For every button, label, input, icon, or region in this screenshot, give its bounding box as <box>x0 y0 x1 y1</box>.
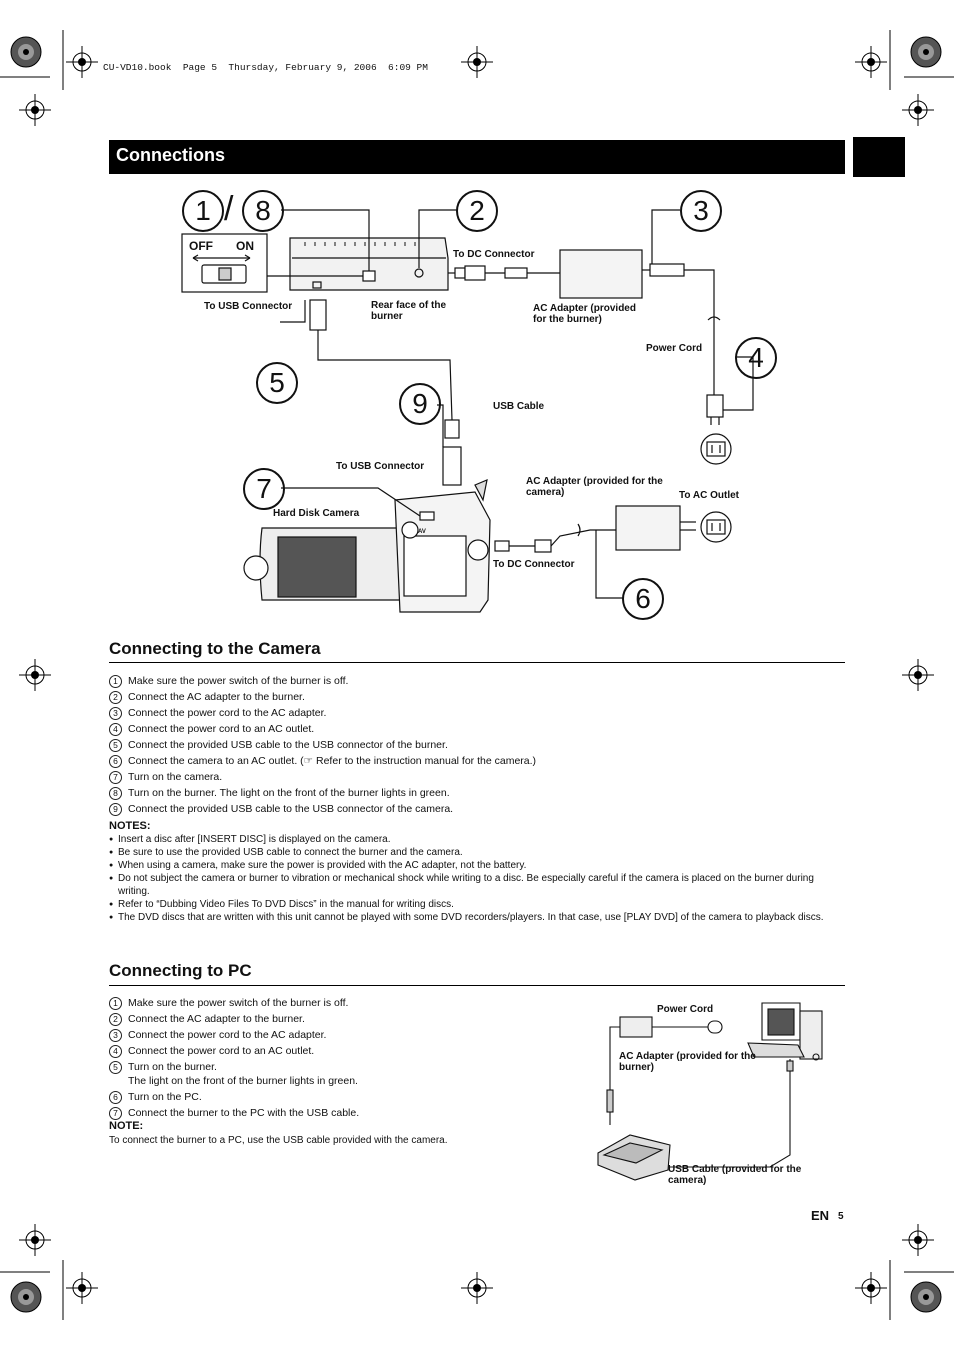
callout-3: 3 <box>680 190 722 232</box>
callout-7: 7 <box>243 468 285 510</box>
section-title: Connections <box>116 145 226 165</box>
callout-6: 6 <box>622 578 664 620</box>
callout-4: 4 <box>735 337 777 379</box>
connection-diagram-pc: Power Cord AC Adapter (provided for the … <box>590 995 840 1190</box>
callout-9: 9 <box>399 383 441 425</box>
label-to-dc-connector-bottom: To DC Connector <box>493 559 575 570</box>
label-ac-adapter-burner: AC Adapter (provided for the burner) <box>533 303 636 325</box>
switch-on-label: ON <box>236 239 254 253</box>
camera-section-title: Connecting to the Camera <box>109 639 321 658</box>
pc-label-power-cord: Power Cord <box>657 1004 714 1015</box>
pc-diagram-drawing <box>597 1002 823 1181</box>
list-item: Do not subject the camera or burner to v… <box>109 872 834 898</box>
callout-1: 1 <box>182 190 224 232</box>
pc-label-ac-adapter: AC Adapter (provided for the burner) <box>619 1051 756 1073</box>
callout-slash: / <box>224 190 234 228</box>
switch-off-label: OFF <box>189 239 213 253</box>
label-to-dc-connector-top: To DC Connector <box>453 249 535 260</box>
label-usb-cable: USB Cable <box>493 401 545 412</box>
print-header: CU-VD10.book Page 5 Thursday, February 9… <box>103 62 428 73</box>
callout-5: 5 <box>256 362 298 404</box>
callout-2: 2 <box>456 190 498 232</box>
label-ac-adapter-camera: AC Adapter (provided for the camera) <box>526 476 663 498</box>
label-rear-face: Rear face of the burner <box>371 300 447 322</box>
label-power-cord: Power Cord <box>646 343 703 354</box>
side-tab <box>853 137 905 177</box>
label-to-usb-connector-camera: To USB Connector <box>336 461 425 472</box>
label-to-usb-connector-burner: To USB Connector <box>204 301 293 312</box>
diagram-drawing <box>181 209 754 613</box>
list-item: Refer to “Dubbing Video Files To DVD Dis… <box>109 898 834 911</box>
section-title-bar: Connections <box>109 140 845 174</box>
pc-section-rule <box>109 985 845 986</box>
pc-note-title: NOTE: <box>109 1120 144 1132</box>
camera-section-rule <box>109 662 845 663</box>
list-item: When using a camera, make sure the power… <box>109 859 834 872</box>
list-item: The DVD discs that are written with this… <box>109 911 834 924</box>
pc-note-text: To connect the burner to a PC, use the U… <box>109 1135 448 1146</box>
camera-notes: Insert a disc after [INSERT DISC] is dis… <box>109 833 834 924</box>
connection-diagram-camera: 1 / 8 2 3 4 5 9 7 6 OFF ON To DC Connect… <box>0 0 954 620</box>
footer-lang: EN <box>811 1208 830 1223</box>
pc-label-usb-cable: USB Cable (provided for the camera) <box>668 1164 802 1186</box>
label-av-mark: AV <box>418 529 426 535</box>
list-item: Insert a disc after [INSERT DISC] is dis… <box>109 833 834 846</box>
pc-section-title: Connecting to PC <box>109 961 252 980</box>
page-number: 5 <box>838 1211 844 1222</box>
list-item: Be sure to use the provided USB cable to… <box>109 846 834 859</box>
label-to-ac-outlet: To AC Outlet <box>679 490 739 501</box>
label-hard-disk-camera: Hard Disk Camera <box>273 508 360 519</box>
callout-8: 8 <box>242 190 284 232</box>
camera-notes-title: NOTES: <box>109 820 151 832</box>
